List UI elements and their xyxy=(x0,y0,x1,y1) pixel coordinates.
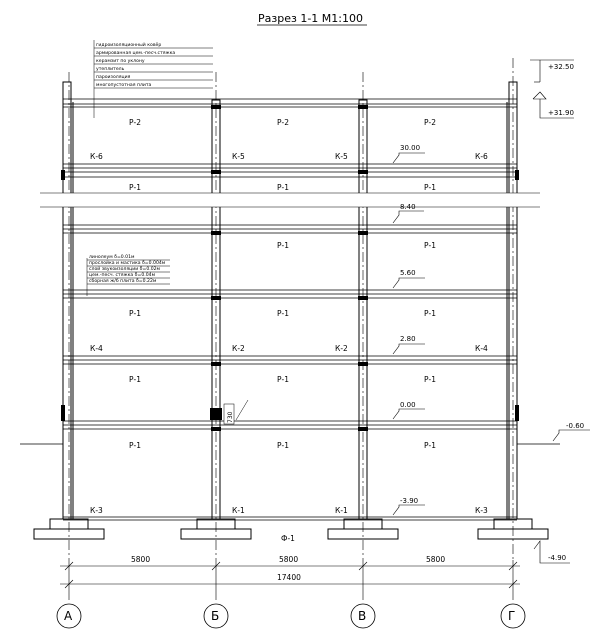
column-label: К-3 xyxy=(90,506,103,515)
roof-layer-1: гидроизоляционный ковёр xyxy=(96,41,161,48)
floor-layer-1: линолеум δ=0.01м xyxy=(89,254,135,260)
room-label: Р-1 xyxy=(424,441,436,450)
column-a xyxy=(62,81,72,520)
room-label: Р-1 xyxy=(424,241,436,250)
room-label: Р-1 xyxy=(129,309,141,318)
level-30-00: 30.00 xyxy=(400,144,420,152)
column-label: К-1 xyxy=(335,506,348,515)
room-label: Р-1 xyxy=(277,241,289,250)
floor-layer-3: слой звукоизоляции δ=0.02м xyxy=(89,265,161,272)
axis-label-v: В xyxy=(358,609,366,623)
roof-layer-4: утеплитель xyxy=(96,67,125,72)
column-label: К-4 xyxy=(90,344,103,353)
level-plus-31-90: +31.90 xyxy=(548,109,574,117)
roof-layer-5: пароизоляция xyxy=(96,75,131,80)
roof-layers-callout: гидроизоляционный ковёр армированная цем… xyxy=(93,40,213,118)
column-label: К-2 xyxy=(335,344,348,353)
floor-break xyxy=(40,186,540,214)
column-label: К-6 xyxy=(90,152,103,161)
room-label: Р-2 xyxy=(277,118,289,127)
room-label: Р-1 xyxy=(424,309,436,318)
axis-label-g: Г xyxy=(508,609,515,623)
level-8-40: 8.40 xyxy=(400,203,416,211)
column-label: К-2 xyxy=(232,344,245,353)
stair-mark: 730 xyxy=(223,399,249,425)
columns xyxy=(62,81,518,520)
room-label: Р-2 xyxy=(424,118,436,127)
span-dimension: 5800 xyxy=(426,555,445,564)
level-5-60: 5.60 xyxy=(400,269,416,277)
level-minus-0-60: -0.60 xyxy=(566,422,584,430)
level-marks xyxy=(392,152,425,516)
room-label: Р-1 xyxy=(424,375,436,384)
room-label: Р-1 xyxy=(277,309,289,318)
floor-layer-4: цем.-песч. стяжка δ=0.04м xyxy=(89,272,156,278)
foundations xyxy=(33,518,549,540)
floor-layers-callout: линолеум δ=0.01м прослойка и мастика δ=0… xyxy=(86,254,170,296)
column-label: К-4 xyxy=(475,344,488,353)
span-dimension: 5800 xyxy=(131,555,150,564)
span-dimension: 5800 xyxy=(279,555,298,564)
level-minus-3-90: -3.90 xyxy=(400,497,418,505)
room-label: Р-1 xyxy=(277,375,289,384)
roof-layer-6: многопустотная плита xyxy=(96,83,152,88)
room-label: Р-1 xyxy=(424,183,436,192)
column-label: К-5 xyxy=(335,152,348,161)
column-label: К-1 xyxy=(232,506,245,515)
floor-layer-2: прослойка и мастика δ=0.004м xyxy=(89,259,166,266)
total-dimension: 17400 xyxy=(277,573,301,582)
room-labels: Р-2 Р-2 Р-2 Р-1 Р-1 Р-1 Р-1 Р-1 Р-1 Р-1 … xyxy=(129,118,436,450)
level-0-00: 0.00 xyxy=(400,401,416,409)
axis-label-b: Б xyxy=(211,609,219,623)
foundation-label: Ф-1 xyxy=(281,534,295,543)
dimension-lines xyxy=(60,560,520,600)
axis-lines xyxy=(68,58,514,560)
drawing-title: Разрез 1-1 М1:100 xyxy=(258,12,363,25)
room-label: Р-1 xyxy=(129,375,141,384)
room-label: Р-1 xyxy=(277,183,289,192)
stair-label: 730 xyxy=(227,411,234,423)
slabs xyxy=(63,98,517,521)
roof-layer-3: керамзит по уклону xyxy=(96,59,145,64)
column-nodes xyxy=(61,105,519,431)
axis-label-a: А xyxy=(64,609,73,623)
column-label: К-5 xyxy=(232,152,245,161)
axis-markers: А Б В Г xyxy=(56,603,526,629)
column-label: К-6 xyxy=(475,152,488,161)
room-label: Р-1 xyxy=(129,441,141,450)
level-plus-32-50: +32.50 xyxy=(548,63,574,71)
room-label: Р-1 xyxy=(277,441,289,450)
exterior-level-marks xyxy=(530,59,590,564)
roof-layer-2: армированная цем.-песч.стяжка xyxy=(96,51,175,56)
level-minus-4-90: -4.90 xyxy=(548,554,566,562)
room-label: Р-2 xyxy=(129,118,141,127)
room-label: Р-1 xyxy=(129,183,141,192)
floor-layer-5: сборная ж/б плита δ=0.22м xyxy=(89,278,157,284)
column-label: К-3 xyxy=(475,506,488,515)
level-2-80: 2.80 xyxy=(400,335,416,343)
column-labels: К-6 К-5 К-5 К-6 К-4 К-2 К-2 К-4 К-3 К-1 … xyxy=(90,152,488,515)
